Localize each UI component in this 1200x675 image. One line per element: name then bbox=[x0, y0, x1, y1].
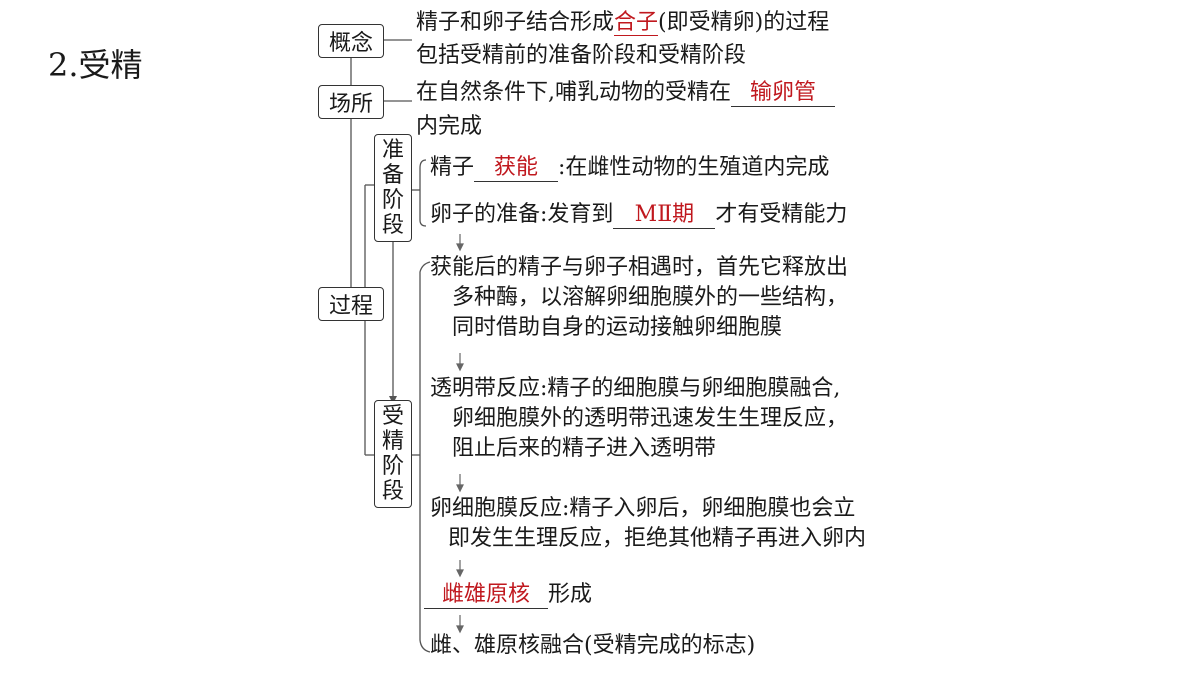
fert-stage-char: 受 bbox=[381, 404, 404, 429]
fert-step-2: 透明带反应:精子的细胞膜与卵细胞膜融合, 卵细胞膜外的透明带迅速发生生理反应， … bbox=[430, 376, 849, 461]
prep-stage-char: 备 bbox=[381, 163, 404, 188]
page-title: 2.受精 bbox=[48, 46, 143, 84]
place-label: 场所 bbox=[328, 92, 373, 117]
fert-stage-char: 精 bbox=[381, 429, 404, 454]
fert-step-5: 雌、雄原核融合(受精完成的标志) bbox=[430, 633, 756, 658]
sperm-answer: 获能 bbox=[474, 155, 559, 182]
process-node: 过程 bbox=[318, 287, 384, 321]
prep-stage-char: 段 bbox=[381, 213, 404, 238]
concept-answer: 合子 bbox=[614, 10, 659, 36]
concept-label: 概念 bbox=[328, 31, 373, 56]
prep-sperm-item: 精子获能:在雌性动物的生殖道内完成 bbox=[430, 155, 830, 182]
prep-stage-node: 准 备 阶 段 bbox=[374, 134, 412, 242]
place-line-1: 在自然条件下,哺乳动物的受精在输卵管 bbox=[416, 78, 835, 108]
concept-line-2: 包括受精前的准备阶段和受精阶段 bbox=[416, 43, 747, 68]
place-answer: 输卵管 bbox=[731, 80, 835, 107]
concept-line-1: 精子和卵子结合形成合子(即受精卵)的过程 bbox=[416, 10, 830, 36]
pronuclei-answer: 雌雄原核 bbox=[424, 582, 548, 609]
fert-step-1: 获能后的精子与卵子相遇时，首先它释放出 多种酶，以溶解卵细胞膜外的一些结构， 同… bbox=[430, 255, 849, 340]
place-line-2: 内完成 bbox=[416, 114, 483, 139]
process-label: 过程 bbox=[328, 294, 373, 319]
fert-stage-char: 段 bbox=[381, 479, 404, 504]
egg-answer: MⅡ期 bbox=[613, 202, 716, 229]
fert-stage-node: 受 精 阶 段 bbox=[374, 400, 412, 508]
prep-stage-char: 准 bbox=[381, 138, 404, 163]
fert-step-3: 卵细胞膜反应:精子入卵后，卵细胞膜也会立 即发生生理反应，拒绝其他精子再进入卵内 bbox=[430, 496, 867, 551]
place-node: 场所 bbox=[318, 85, 384, 119]
fert-stage-char: 阶 bbox=[381, 454, 404, 479]
fert-step-4: 雌雄原核形成 bbox=[424, 580, 592, 610]
prep-stage-char: 阶 bbox=[381, 188, 404, 213]
concept-node: 概念 bbox=[318, 24, 384, 58]
